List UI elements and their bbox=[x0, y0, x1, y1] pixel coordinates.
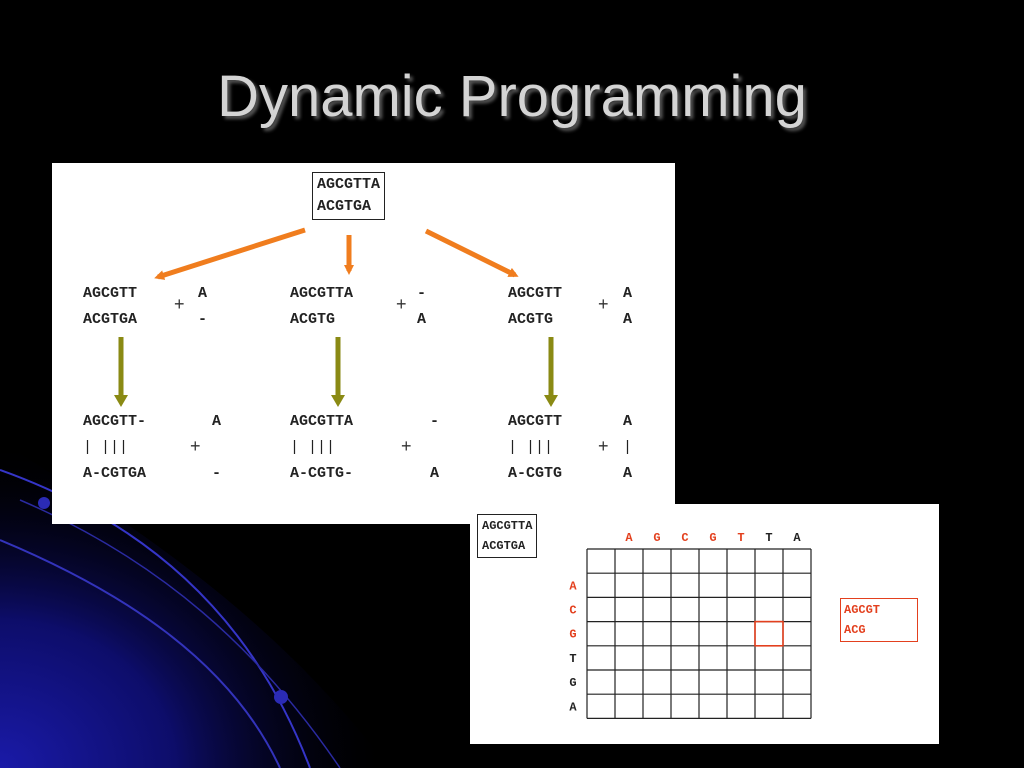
root-alignment-box: AGCGTTA ACGTGA bbox=[312, 172, 386, 220]
l2-right-plus: + bbox=[598, 436, 609, 456]
l1-right-suffix: A A bbox=[623, 285, 633, 328]
row-header: C bbox=[569, 604, 576, 618]
l2-left-plus: + bbox=[190, 436, 201, 456]
row-header: T bbox=[569, 652, 576, 666]
l2-middle-prefix: AGCGTTA | ||| A-CGTG- bbox=[290, 413, 354, 482]
l1-right-plus: + bbox=[598, 294, 609, 314]
row-header: A bbox=[569, 579, 577, 593]
col-header: C bbox=[681, 531, 688, 545]
arrow-root-to-left bbox=[154, 227, 306, 280]
l2-middle-suffix: - A bbox=[430, 413, 440, 482]
col-header: T bbox=[737, 531, 744, 545]
l2-right-prefix: AGCGTT | ||| A-CGTG bbox=[508, 413, 563, 482]
grid-sequences-box: AGCGTTA ACGTGA bbox=[477, 514, 538, 558]
l1-middle-suffix: - A bbox=[417, 285, 427, 328]
subproblem-seq-1: AGCGT bbox=[844, 603, 881, 617]
slide-title: Dynamic Programming bbox=[217, 64, 807, 129]
l1-left-suffix: A - bbox=[198, 285, 208, 328]
tree-arrows bbox=[114, 227, 558, 407]
grid-seq-1: AGCGTTA bbox=[482, 519, 533, 533]
root-seq-1: AGCGTTA bbox=[317, 176, 381, 193]
row-header: A bbox=[569, 700, 577, 714]
l2-left-prefix: AGCGTT- | ||| A-CGTGA bbox=[83, 413, 147, 482]
l2-left-suffix: A - bbox=[212, 413, 222, 482]
subproblem-box: AGCGT ACG bbox=[840, 598, 918, 642]
l1-left-plus: + bbox=[174, 294, 185, 314]
l1-left-prefix: AGCGTT ACGTGA bbox=[83, 285, 138, 328]
col-header: A bbox=[625, 531, 633, 545]
root-seq-2: ACGTGA bbox=[317, 198, 372, 215]
arrow-root-to-right bbox=[424, 228, 519, 278]
l1-middle-plus: + bbox=[396, 294, 407, 314]
l1-right-prefix: AGCGTT ACGTG bbox=[508, 285, 563, 328]
l2-right-suffix: A | A bbox=[623, 413, 633, 482]
grid-seq-2: ACGTGA bbox=[482, 539, 526, 553]
row-header: G bbox=[569, 628, 576, 642]
highlighted-cell bbox=[754, 620, 784, 647]
l1-middle-prefix: AGCGTTA ACGTG bbox=[290, 285, 354, 328]
subproblem-seq-2: ACG bbox=[844, 623, 866, 637]
col-header: G bbox=[709, 531, 716, 545]
row-header: G bbox=[569, 676, 576, 690]
col-header: T bbox=[765, 531, 772, 545]
col-header: A bbox=[793, 531, 801, 545]
recursion-tree-figure: AGCGTTA ACGTGA AGCGTT ACGTGA + A - AGCGT… bbox=[52, 163, 675, 524]
col-header: G bbox=[653, 531, 660, 545]
l2-middle-plus: + bbox=[401, 436, 412, 456]
